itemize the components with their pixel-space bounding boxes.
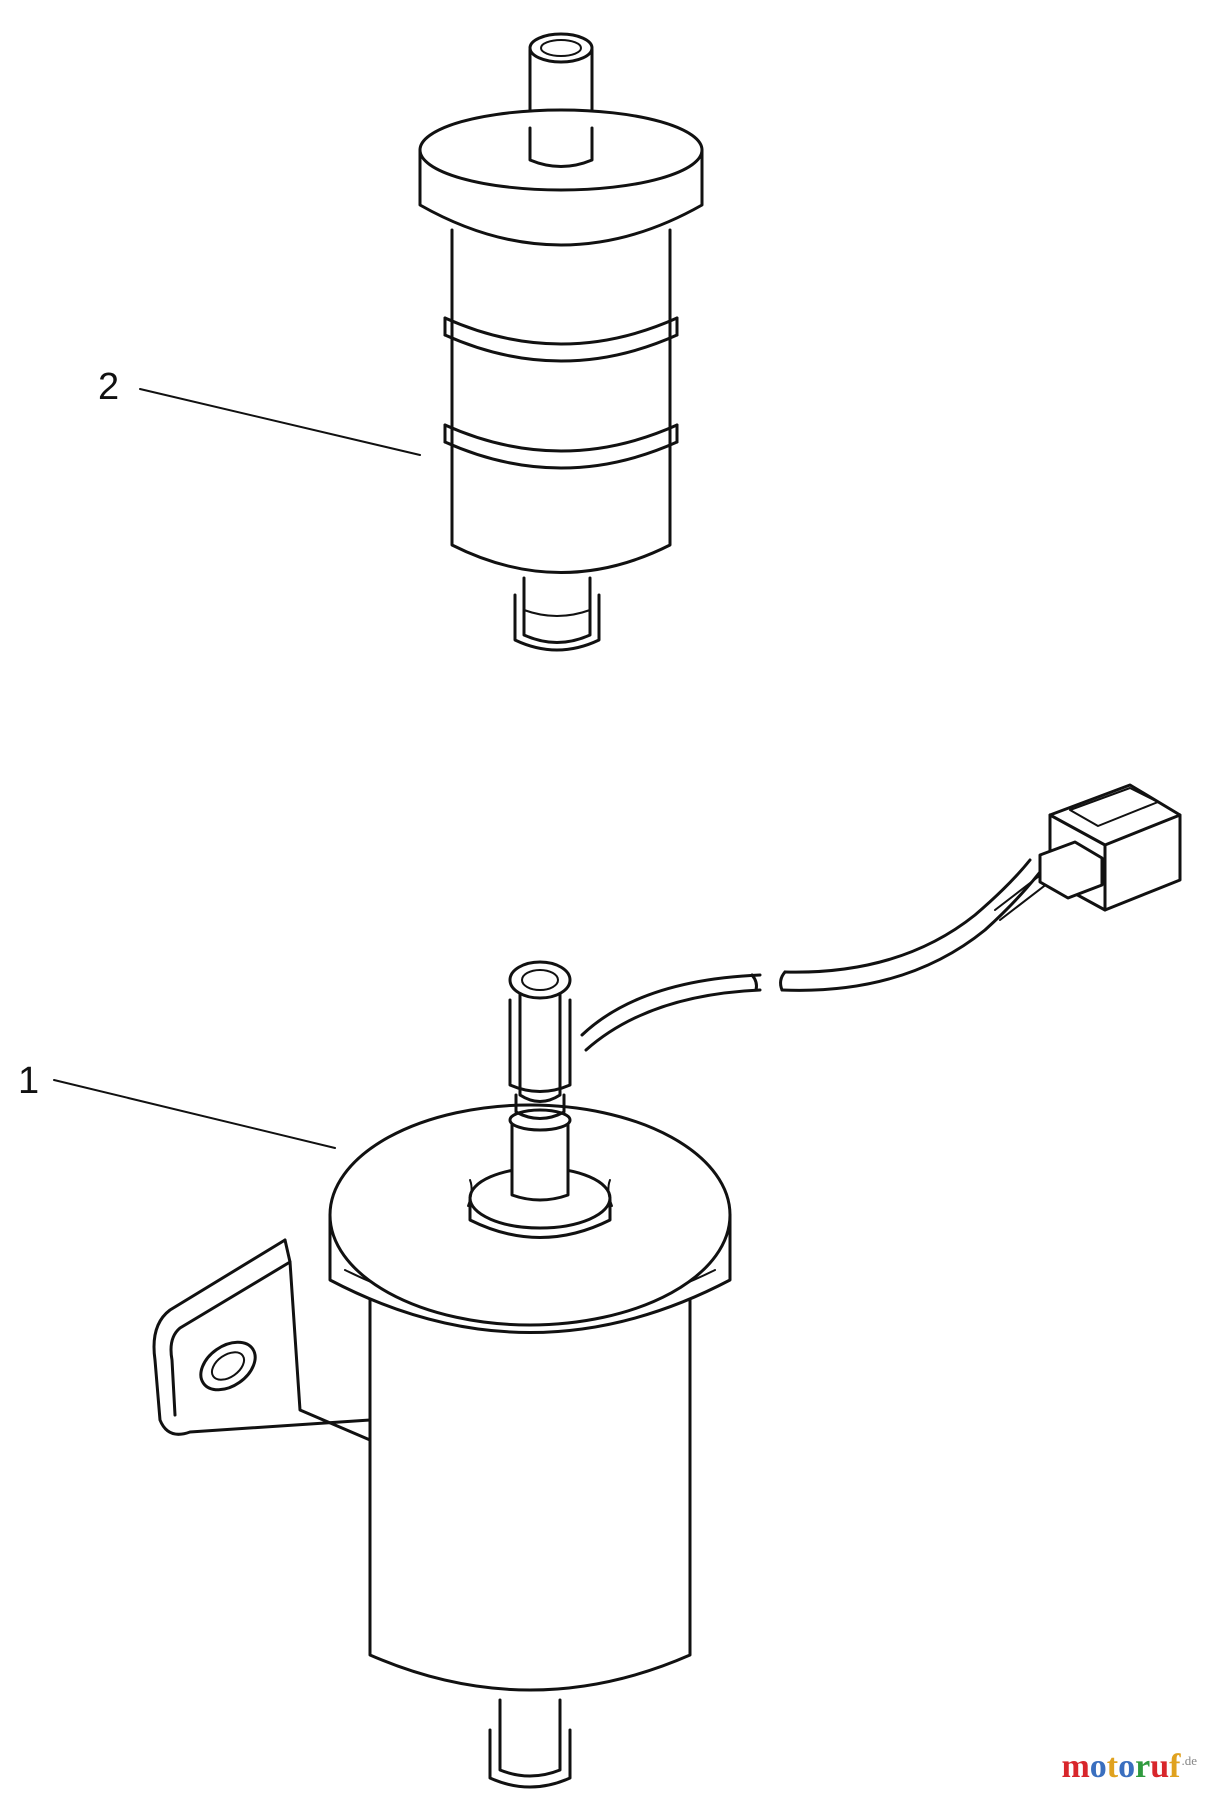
fuel-pump-drawing	[154, 962, 730, 1787]
wm-letter: t	[1106, 1748, 1119, 1785]
wm-letter: f	[1169, 1748, 1181, 1785]
wm-letter: o	[1089, 1748, 1107, 1785]
wm-letter: o	[1118, 1748, 1136, 1785]
leader-line-2	[140, 389, 420, 455]
wm-letter: u	[1150, 1748, 1170, 1785]
callout-number-2: 2	[98, 366, 120, 408]
wm-letter: m	[1061, 1748, 1090, 1785]
wm-suffix: .de	[1181, 1752, 1197, 1768]
fuel-filter-drawing	[420, 34, 702, 650]
callout-number-1: 1	[18, 1060, 40, 1102]
leader-line-1	[54, 1080, 335, 1148]
connector-drawing	[1040, 785, 1180, 910]
wm-letter: r	[1135, 1748, 1151, 1785]
wire-harness-drawing	[582, 860, 1065, 1050]
watermark-logo: motoruf.de	[1061, 1748, 1197, 1786]
